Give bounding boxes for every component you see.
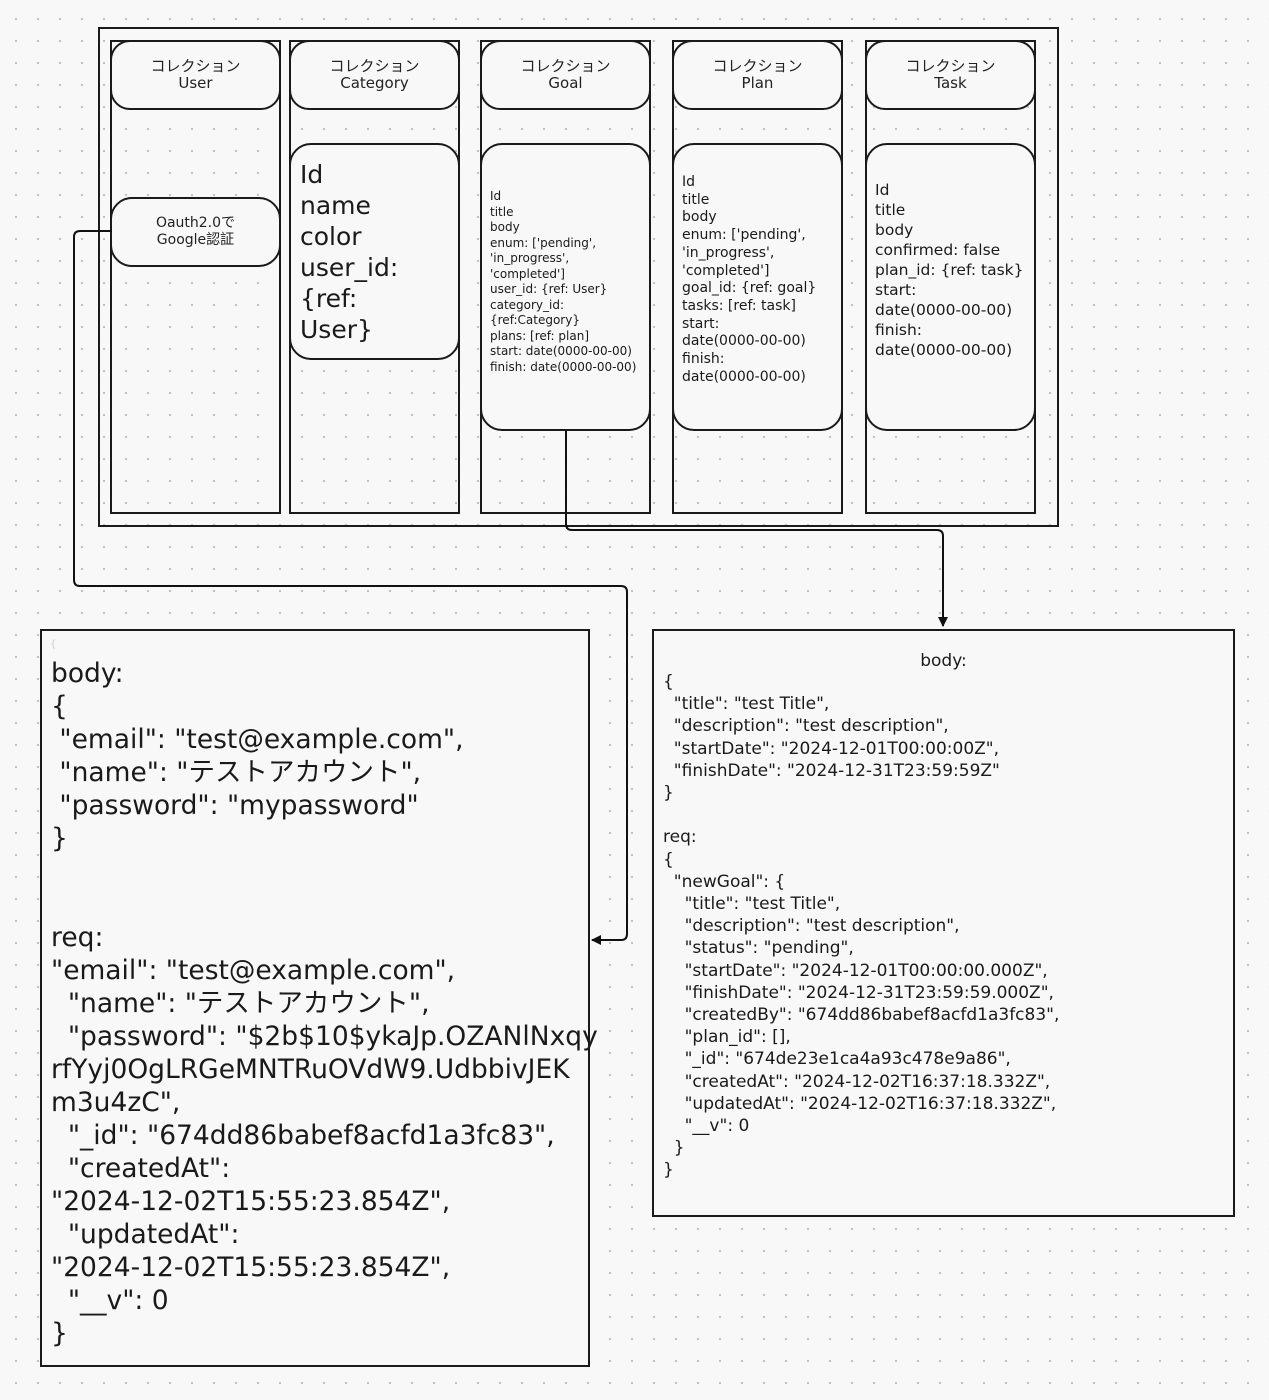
collection-header-task[interactable]: コレクション Task xyxy=(865,40,1036,110)
collection-fields-plan[interactable]: Id title body enum: ['pending', 'in_prog… xyxy=(672,143,843,431)
connector-goal-to-goal-panel xyxy=(565,431,948,627)
collection-fields-goal[interactable]: Id title body enum: ['pending', 'in_prog… xyxy=(480,143,651,431)
oauth-google-node[interactable]: Oauth2.0で Google認証 xyxy=(110,197,281,267)
goal-json-text: { "title": "test Title", "description": … xyxy=(663,672,1060,1181)
goal-json-panel[interactable]: body: { "title": "test Title", "descript… xyxy=(652,629,1235,1217)
collection-header-category[interactable]: コレクション Category xyxy=(289,40,460,110)
collection-header-user[interactable]: コレクション User xyxy=(110,40,281,110)
collection-header-goal[interactable]: コレクション Goal xyxy=(480,40,651,110)
collection-fields-task[interactable]: Id title body confirmed: false plan_id: … xyxy=(865,143,1036,431)
user-json-text: body: { "email": "test@example.com", "na… xyxy=(51,658,598,1349)
user-json-panel[interactable]: { body: { "email": "test@example.com", "… xyxy=(40,629,598,1367)
faint-brace-mark: { xyxy=(50,639,57,650)
collection-header-plan[interactable]: コレクション Plan xyxy=(672,40,843,110)
connector-oauth-to-user-panel xyxy=(73,230,628,945)
collections-container xyxy=(98,27,1059,527)
goal-panel-title: body: xyxy=(920,651,967,671)
collection-fields-category[interactable]: Id name color user_id: {ref: User} xyxy=(289,143,460,360)
